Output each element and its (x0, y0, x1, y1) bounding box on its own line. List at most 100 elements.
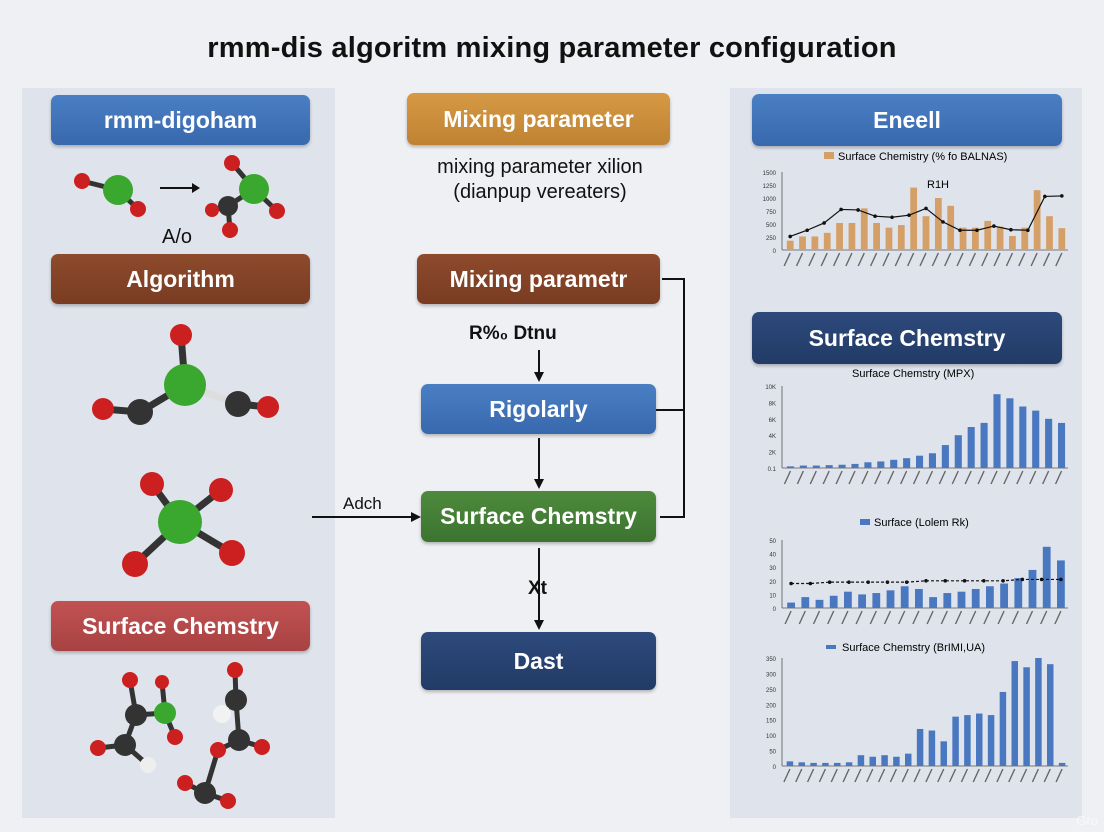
chart-x-tick-label (977, 470, 985, 485)
molecule-b (205, 155, 285, 238)
chart-bar (857, 755, 865, 766)
middle-box-mixing-parameter[interactable]: Mixing parameter (407, 93, 670, 145)
chart-bar (922, 216, 930, 250)
chart-bar (1042, 546, 1051, 608)
chart-bar (954, 435, 962, 468)
chart-y-tick-label: 20 (769, 580, 776, 586)
chart-4-legend-swatch (826, 645, 836, 649)
chart-x-tick-label (1040, 610, 1048, 625)
chart-2-title: Surface Chemstry (MPX) (852, 368, 974, 380)
chart-x-tick-label (820, 252, 828, 267)
chart-bar (900, 586, 909, 608)
middle-label-2: Xt (528, 578, 547, 599)
chart-x-tick-label (1003, 470, 1011, 485)
chart-bar (941, 445, 949, 468)
chart-bar (1032, 410, 1040, 468)
chart-x-tick-label (848, 470, 856, 485)
chart-x-tick-label (845, 252, 853, 267)
chart-bar (959, 227, 967, 250)
chart-x-tick-label (795, 252, 804, 267)
chart-bar (798, 762, 806, 766)
chart-bar (971, 588, 980, 608)
molecule-c (92, 324, 279, 425)
chart-x-tick-label (972, 768, 980, 783)
chart-bar (940, 741, 948, 766)
chart-bar (873, 222, 881, 250)
left-box-surface-chemstry[interactable]: Surface Chemstry (51, 601, 310, 651)
chart-x-tick-label (869, 610, 877, 625)
chart-x-tick-label (984, 768, 992, 783)
chart-bar (838, 464, 846, 468)
chart-x-tick-label (948, 768, 957, 783)
chart-y-tick-label: 200 (766, 703, 777, 709)
left-box-algorithm[interactable]: Algorithm (51, 254, 310, 304)
chart-x-tick-label (883, 610, 892, 625)
chart-point (839, 207, 843, 212)
chart-x-tick-label (808, 252, 816, 267)
molecule-diagram-small (74, 155, 285, 238)
middle-box-dast[interactable]: Dast (421, 632, 656, 690)
chart-x-tick-label (887, 470, 895, 485)
middle-box-mixing-parametr[interactable]: Mixing parametr (417, 254, 660, 304)
chart-bar (967, 427, 975, 468)
chart-3-title: Surface (Lolem Rk) (874, 517, 969, 529)
molecule-f (177, 662, 270, 809)
chart-x-tick-label (925, 768, 933, 783)
chart-y-tick-label: 4K (769, 434, 776, 440)
chart-x-tick-label (1030, 252, 1038, 267)
chart-bar (1035, 658, 1042, 766)
middle-box-rigolarly[interactable]: Rigolarly (421, 384, 656, 434)
chart-y-tick-label: 100 (766, 734, 777, 740)
chart-bar (916, 728, 924, 766)
chart-point (885, 580, 890, 584)
chart-x-tick-label (1005, 252, 1014, 267)
chart-x-tick-label (796, 470, 804, 485)
chart-x-tick-label (969, 610, 977, 625)
chart-y-tick-label: 6K (769, 418, 776, 424)
chart-bar (929, 597, 938, 608)
chart-x-tick-label (907, 252, 915, 267)
chart-x-tick-label (877, 768, 886, 783)
chart-bar (851, 463, 859, 468)
chart-x-tick-label (854, 768, 862, 783)
chart-bar (786, 240, 794, 250)
middle-box-surface-chemstry[interactable]: Surface Chemstry (421, 491, 656, 542)
chart-x-tick-label (889, 768, 898, 783)
chart-y-tick-label: 750 (766, 210, 777, 216)
chart-y-tick-label: 0.1 (768, 467, 777, 473)
chart-bar (881, 755, 888, 766)
chart-x-tick-label (931, 252, 939, 267)
right-arrow-icon (160, 183, 200, 193)
chart-x-tick-label (835, 470, 843, 485)
chart-x-tick-label (832, 252, 841, 267)
chart-bar (848, 222, 856, 250)
chart-bar (823, 232, 831, 250)
chart-x-tick-label (894, 252, 902, 267)
chart-x-tick-label (1008, 768, 1016, 783)
chart-y-tick-label: 10 (769, 593, 776, 599)
chart-x-tick-label (940, 610, 948, 625)
left-arrow-label: A/o (162, 226, 193, 248)
chart-bar (829, 595, 838, 608)
right-box-surface-chemstry[interactable]: Surface Chemstry (752, 312, 1062, 364)
chart-point (890, 215, 894, 220)
chart-bar (877, 461, 885, 468)
chart-point (1001, 579, 1005, 583)
right-box-eneell[interactable]: Eneell (752, 94, 1062, 146)
chart-x-tick-label (1043, 768, 1051, 783)
chart-bar (812, 465, 820, 468)
chart-point (827, 580, 832, 584)
chart-bar (928, 453, 937, 468)
chart-point (1039, 577, 1044, 582)
chart-1: Surface Chemistry (% fo BALNAS) R1H 1500… (763, 151, 1068, 267)
chart-point (904, 580, 909, 584)
chart-bar (822, 762, 829, 766)
chart-y-tick-label: 2K (769, 451, 776, 457)
chart-x-tick-label (1042, 252, 1051, 267)
left-box-rmm-digoham[interactable]: rmm-digoham (51, 95, 310, 145)
chart-x-tick-label (795, 768, 803, 783)
chart-bar (787, 602, 796, 608)
chart-y-tick-label: 0 (773, 607, 777, 613)
